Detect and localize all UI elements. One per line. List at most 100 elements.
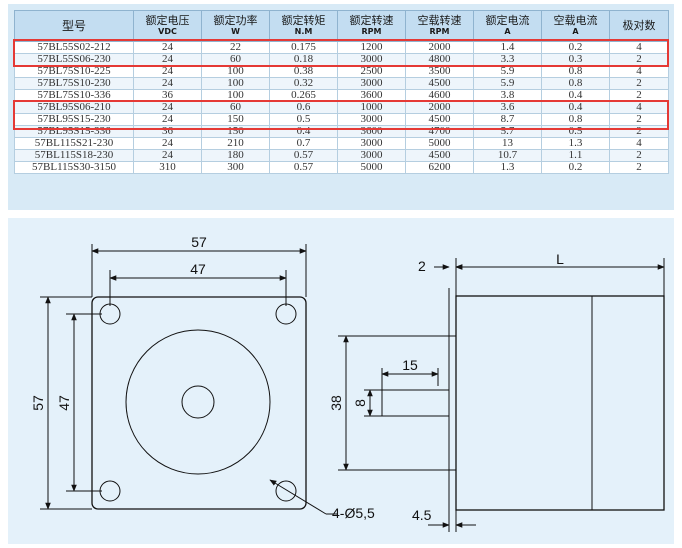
column-header-unit: A <box>572 27 579 36</box>
motor-body-circle <box>125 329 271 475</box>
table-cell: 2 <box>609 77 669 90</box>
column-header-label: 额定转矩 <box>281 14 326 27</box>
table-cell: 24 <box>133 65 202 78</box>
table-cell: 24 <box>133 53 202 66</box>
table-cell: 310 <box>133 161 202 174</box>
table-cell: 3000 <box>337 149 406 162</box>
label-vholes-47: 47 <box>56 395 72 411</box>
table-cell: 0.57 <box>269 149 338 162</box>
label-shaft-15: 15 <box>402 357 418 373</box>
table-cell: 5000 <box>405 137 474 150</box>
table-cell: 0.8 <box>541 77 610 90</box>
table-cell: 4500 <box>405 77 474 90</box>
table-cell: 100 <box>201 65 270 78</box>
label-flange-2: 2 <box>418 258 426 274</box>
table-cell: 60 <box>201 53 270 66</box>
label-pilot-38: 38 <box>328 395 344 411</box>
label-holes-47: 47 <box>190 261 206 277</box>
label-height-57: 57 <box>30 395 46 411</box>
table-cell: 4500 <box>405 149 474 162</box>
table-cell: 57BL115S18-230 <box>14 149 134 162</box>
label-length-L: L <box>556 251 564 267</box>
table-cell: 0.3 <box>541 53 610 66</box>
table-cell: 4 <box>609 65 669 78</box>
column-header-label: 空载电流 <box>553 14 598 27</box>
table-cell: 0.57 <box>269 161 338 174</box>
table-cell: 100 <box>201 77 270 90</box>
column-header: 型号 <box>14 10 134 42</box>
table-cell: 57BL95S06-210 <box>14 101 134 114</box>
column-header: 极对数 <box>609 10 669 42</box>
table-cell: 5000 <box>337 161 406 174</box>
column-header-label: 额定电流 <box>485 14 530 27</box>
table-cell: 2 <box>609 161 669 174</box>
table-cell: 0.4 <box>541 101 610 114</box>
table-cell: 1.3 <box>473 161 542 174</box>
table-cell: 5.9 <box>473 77 542 90</box>
table-cell: 57BL75S10-225 <box>14 65 134 78</box>
table-cell: 0.2 <box>541 161 610 174</box>
column-header-label: 额定电压 <box>145 14 190 27</box>
column-header-unit: N.M <box>294 27 313 36</box>
table-cell: 2 <box>609 149 669 162</box>
table-cell: 57BL75S10-230 <box>14 77 134 90</box>
column-header-unit: RPM <box>429 27 450 36</box>
front-flange <box>91 296 307 510</box>
shaft-side <box>381 389 450 417</box>
table-cell: 3.3 <box>473 53 542 66</box>
table-cell: 5.9 <box>473 65 542 78</box>
table-cell: 3000 <box>337 137 406 150</box>
table-cell: 10.7 <box>473 149 542 162</box>
table-cell: 6200 <box>405 161 474 174</box>
table-cell: 2000 <box>405 101 474 114</box>
drawing-svg: 57 47 57 47 4-Ø5,5 2 L 15 8 38 4.5 <box>30 234 665 532</box>
table-cell: 0.32 <box>269 77 338 90</box>
column-header-unit: RPM <box>361 27 382 36</box>
column-header-label: 额定转速 <box>349 14 394 27</box>
column-header-label: 空载转速 <box>417 14 462 27</box>
hole-leader <box>269 479 327 515</box>
column-header-unit: W <box>231 27 240 36</box>
table-cell: 3.6 <box>473 101 542 114</box>
table-cell: 1.1 <box>541 149 610 162</box>
label-width-57: 57 <box>191 234 207 250</box>
table-cell: 0.7 <box>269 137 338 150</box>
label-depth-4-5: 4.5 <box>412 507 432 523</box>
table-cell: 3500 <box>405 65 474 78</box>
table-cell: 24 <box>133 137 202 150</box>
table-cell: 57BL115S21-230 <box>14 137 134 150</box>
label-shaft-8: 8 <box>352 399 368 407</box>
table-cell: 57BL115S30-3150 <box>14 161 134 174</box>
label-holes-spec: 4-Ø5,5 <box>332 505 375 521</box>
table-cell: 13 <box>473 137 542 150</box>
column-header-label: 额定功率 <box>213 14 258 27</box>
mount-hole-br <box>275 480 297 502</box>
motor-body-side <box>455 295 665 511</box>
highlight-box-1 <box>13 39 669 67</box>
table-cell: 3000 <box>337 77 406 90</box>
pilot-boss <box>448 335 457 471</box>
dimension-drawing: 57 47 57 47 4-Ø5,5 2 L 15 8 38 4.5 <box>8 218 674 544</box>
table-cell: 4 <box>609 137 669 150</box>
column-header-unit: A <box>504 27 511 36</box>
table-cell: 0.38 <box>269 65 338 78</box>
table-cell: 24 <box>133 149 202 162</box>
